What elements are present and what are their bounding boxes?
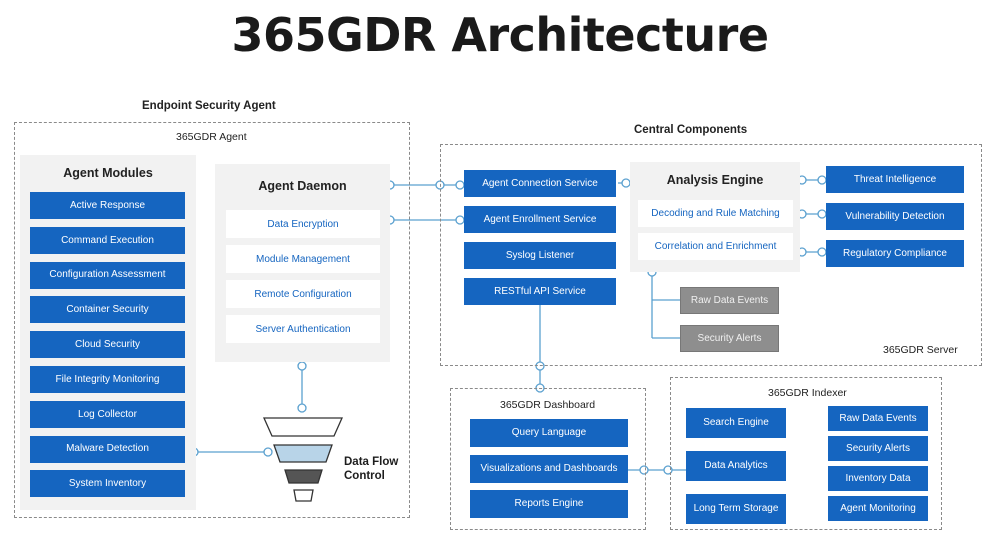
analysis-decoding-and-rule-matching: Decoding and Rule Matching (638, 200, 793, 227)
analysis-correlation-and-enrichment: Correlation and Enrichment (638, 233, 793, 260)
server-frame (440, 144, 982, 366)
indexer-inventory-data: Inventory Data (828, 466, 928, 491)
indexer-long-term-storage: Long Term Storage (686, 494, 786, 524)
daemon-remote-configuration: Remote Configuration (226, 280, 380, 308)
output-security-alerts: Security Alerts (680, 325, 779, 352)
indexer-raw-data-events: Raw Data Events (828, 406, 928, 431)
central-label: Central Components (634, 124, 748, 136)
dashboard-visualizations-and-dashboards: Visualizations and Dashboards (470, 454, 628, 483)
dashboard-label: 365GDR Dashboard (500, 399, 596, 411)
data-flow-funnel-icon (262, 417, 344, 502)
server-label: 365GDR Server (883, 344, 958, 356)
intel-regulatory-compliance: Regulatory Compliance (826, 240, 964, 267)
intel-vulnerability-detection: Vulnerability Detection (826, 203, 964, 230)
module-file-integrity-monitoring: File Integrity Monitoring (30, 366, 185, 393)
module-log-collector: Log Collector (30, 400, 185, 428)
module-active-response: Active Response (30, 192, 185, 219)
daemon-module-management: Module Management (226, 245, 380, 273)
analysis-engine-title: Analysis Engine (666, 173, 764, 187)
service-agent-enrollment-service: Agent Enrollment Service (464, 206, 616, 233)
daemon-server-authentication: Server Authentication (226, 315, 380, 343)
service-restful-api-service: RESTful API Service (464, 278, 616, 305)
agent-frame (14, 122, 410, 518)
indexer-label: 365GDR Indexer (768, 387, 847, 399)
agent-modules-title: Agent Modules (63, 166, 153, 180)
data-flow-label: Data Flow Control (344, 456, 399, 483)
agent-daemon-title: Agent Daemon (258, 179, 347, 193)
agent-label: 365GDR Agent (176, 131, 247, 143)
indexer-data-analytics: Data Analytics (686, 451, 786, 481)
daemon-data-encryption: Data Encryption (226, 210, 380, 238)
dashboard-frame (450, 388, 646, 530)
module-malware-detection: Malware Detection (30, 435, 185, 463)
intel-threat-intelligence: Threat Intelligence (826, 166, 964, 193)
service-agent-connection-service: Agent Connection Service (464, 170, 616, 197)
indexer-security-alerts: Security Alerts (828, 436, 928, 461)
module-container-security: Container Security (30, 296, 185, 324)
service-syslog-listener: Syslog Listener (464, 242, 616, 269)
indexer-search-engine: Search Engine (686, 408, 786, 438)
page-title: 365GDR Architecture (231, 8, 769, 62)
module-cloud-security: Cloud Security (30, 331, 185, 359)
module-configuration-assessment: Configuration Assessment (30, 261, 185, 289)
dashboard-reports-engine: Reports Engine (470, 490, 628, 518)
module-system-inventory: System Inventory (30, 470, 185, 498)
dashboard-query-language: Query Language (470, 419, 628, 447)
endpoint-label: Endpoint Security Agent (142, 100, 276, 112)
indexer-frame (670, 377, 942, 530)
module-command-execution: Command Execution (30, 226, 185, 254)
indexer-agent-monitoring: Agent Monitoring (828, 496, 928, 521)
output-raw-data-events: Raw Data Events (680, 287, 779, 314)
